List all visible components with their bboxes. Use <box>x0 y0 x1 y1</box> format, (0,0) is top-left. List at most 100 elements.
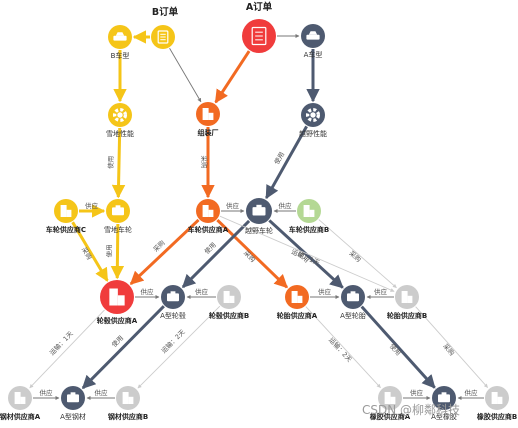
edge-line <box>71 221 109 282</box>
node-hub-sup-b[interactable]: 轮毂供应商B <box>209 285 249 320</box>
node-steel-sup-a[interactable]: 钢材供应商A <box>0 386 41 421</box>
edge-label: 使用 <box>388 342 403 358</box>
edge-label: 采购 <box>80 245 95 261</box>
node-rubber-sup-a[interactable]: 橡胶供应商A <box>370 386 411 421</box>
edge-label: 供应 <box>85 201 99 210</box>
edge-label: 使用 <box>106 156 115 169</box>
node-tire-a[interactable]: A型轮胎 <box>340 285 366 320</box>
node-b-model[interactable]: B车型 <box>108 25 132 60</box>
watermark: CSDN @柳鄰科技 <box>362 402 460 417</box>
order-b-title: B订单 <box>152 6 179 18</box>
node-steel-a[interactable]: A型钢材 <box>60 386 86 421</box>
node-hub-sup-a[interactable]: 轮毂供应商A <box>97 280 138 325</box>
factory-icon <box>109 288 125 306</box>
edge-rubber_sup_a-rubber_a: 供应 <box>403 388 431 401</box>
edge-line <box>415 306 489 388</box>
factory-icon <box>122 392 134 404</box>
node-snow-wheel[interactable]: 雪地车轮 <box>104 199 132 234</box>
node-label: A型橡胶 <box>431 412 457 421</box>
node-wheel-sup-b[interactable]: 车轮供应商B <box>289 199 329 234</box>
node-wheel-sup-c[interactable]: 车轮供应商C <box>46 199 86 234</box>
node-label: 组装厂 <box>198 128 219 137</box>
part-icon <box>252 204 266 216</box>
edge-line <box>137 305 221 389</box>
edge-line <box>219 215 395 292</box>
part-icon <box>347 291 359 302</box>
edge-label: 供应 <box>374 287 388 296</box>
node-b-perf[interactable]: 雪地性能 <box>106 103 134 138</box>
node-b-order[interactable] <box>151 25 175 49</box>
node-label: 轮胎供应商A <box>277 311 318 320</box>
edge-label: 运输：2天 <box>327 335 354 364</box>
edge-line <box>214 50 251 104</box>
edge-tire_sup_b-tire_a: 供应 <box>366 287 394 300</box>
edge-wheel_sup_a-offroad_wheel: 供应 <box>221 201 245 214</box>
node-wheel-sup-a[interactable]: 车轮供应商A <box>188 199 229 234</box>
node-offroad-wheel[interactable]: 越野车轮 <box>245 198 273 235</box>
edge-label: 运输：2天 <box>159 327 187 355</box>
node-label: 橡胶供应商A <box>370 412 411 421</box>
edge-a_order-assembly <box>214 50 251 104</box>
edge-steel_sup_b-steel_a: 供应 <box>86 388 115 401</box>
node-tire-sup-b[interactable]: 轮胎供应商B <box>387 285 427 320</box>
node-label: 轮毂供应商A <box>97 316 138 325</box>
node-hub-a[interactable]: A型轮毂 <box>160 285 186 320</box>
edge-line <box>268 219 344 289</box>
edge-label: 供应 <box>318 287 332 296</box>
node-steel-sup-b[interactable]: 钢材供应商B <box>108 386 148 421</box>
order-a-title: A订单 <box>246 1 273 13</box>
edge-label: 供应 <box>226 201 240 210</box>
factory-icon <box>491 392 503 404</box>
edge-line <box>110 223 125 280</box>
factory-icon <box>401 291 413 303</box>
node-label: 雪地车轮 <box>104 225 132 234</box>
node-a-perf[interactable]: 越野性能 <box>299 103 327 138</box>
node-label: A车型 <box>304 50 323 59</box>
node-label: 越野性能 <box>299 129 327 138</box>
node-a-order[interactable] <box>242 19 276 53</box>
node-assembly[interactable]: 组装厂 <box>196 102 220 137</box>
edge-label: 运输：1天 <box>290 247 322 267</box>
edge-label: 供应 <box>410 388 424 397</box>
factory-icon <box>291 291 303 303</box>
factory-icon <box>384 392 396 404</box>
node-rubber-sup-b[interactable]: 橡胶供应商B <box>477 386 517 421</box>
edge-line <box>111 127 126 199</box>
factory-icon <box>14 392 26 404</box>
gear-icon <box>305 107 321 123</box>
gear-icon <box>112 107 128 123</box>
node-label: A型轮毂 <box>160 311 186 320</box>
edge-tire_sup_a-tire_a: 供应 <box>310 287 340 300</box>
order-list-icon <box>157 30 169 44</box>
node-label: 轮毂供应商B <box>209 311 249 320</box>
edge-wheel_sup_b-offroad_wheel: 供应 <box>273 201 296 214</box>
car-icon <box>113 32 127 41</box>
edge-hub_sup_b-hub_a: 供应 <box>186 287 216 300</box>
node-rubber-a[interactable]: A型橡胶 <box>431 386 457 421</box>
edge-line <box>265 125 308 200</box>
nodes-layer: B车型雪地性能 A车型越野性能 组装厂雪地车轮 车轮供应商C 车轮供应商A 越野车轮车轮供… <box>0 19 517 421</box>
node-label: 车轮供应商B <box>289 225 329 234</box>
node-label: 轮胎供应商B <box>387 311 427 320</box>
edge-line <box>181 219 251 289</box>
part-icon <box>112 205 124 216</box>
edge-b_perf-snow_wheel: 使用 <box>106 127 126 199</box>
node-tire-sup-a[interactable]: 轮胎供应商A <box>277 285 318 320</box>
edge-line <box>169 47 202 103</box>
edge-label: 采购 <box>200 156 209 170</box>
node-label: B车型 <box>111 51 130 60</box>
edge-wheel_sup_c-snow_wheel: 供应 <box>79 201 106 218</box>
node-label: 钢材供应商B <box>108 412 148 421</box>
order-list-icon <box>251 26 267 46</box>
edge-line <box>29 309 105 389</box>
node-label: 雪地性能 <box>106 129 134 138</box>
factory-icon <box>202 205 214 217</box>
edge-line <box>318 219 397 289</box>
edge-label: 供应 <box>95 388 109 397</box>
part-icon <box>167 291 179 302</box>
node-a-model[interactable]: A车型 <box>301 24 325 59</box>
part-icon <box>438 392 450 403</box>
edge-label: 供应 <box>141 287 155 296</box>
edge-hub_sup_a-hub_a: 供应 <box>135 287 160 300</box>
